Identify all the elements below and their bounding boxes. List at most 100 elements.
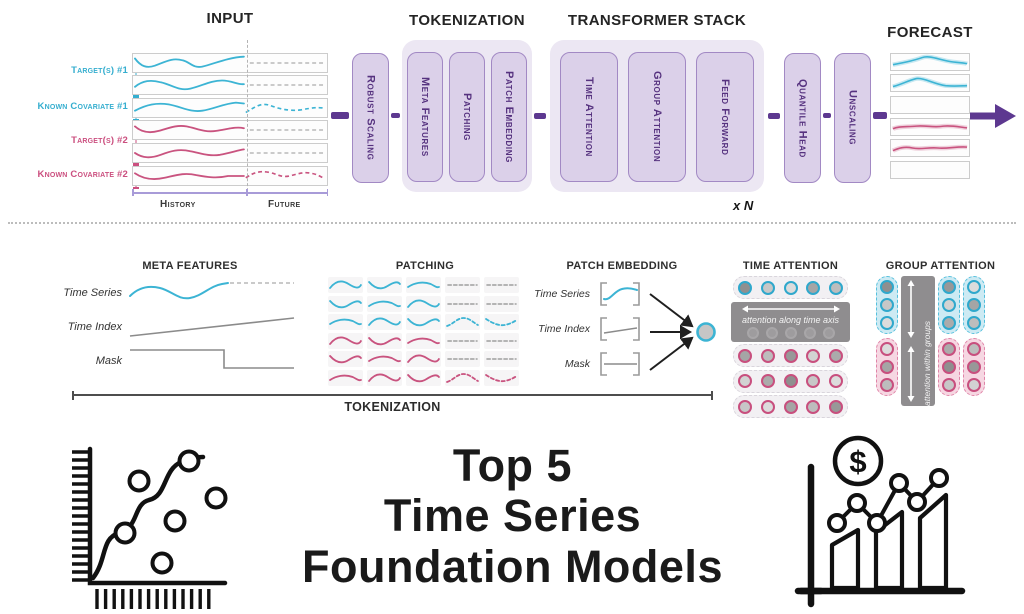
patch-cell xyxy=(484,332,519,349)
token-circle xyxy=(967,378,981,392)
patch-cell xyxy=(367,277,402,293)
group-attention-box: Group Attention xyxy=(628,52,686,182)
group-attention-panel: attention within groups xyxy=(876,276,985,406)
dollar-icon xyxy=(832,435,884,487)
time-series-plot xyxy=(133,170,324,180)
cyan-group-capsule xyxy=(876,276,898,334)
patch-cell xyxy=(484,351,519,367)
input-label-target2: Target(s) #2 xyxy=(71,135,128,146)
patching-box: Patching xyxy=(449,52,485,182)
token-circle xyxy=(942,342,956,356)
pe-time-index-patch xyxy=(600,317,640,341)
hidden-token-circle xyxy=(784,326,797,339)
pink-group-capsule xyxy=(876,338,898,396)
forecast-plot-row xyxy=(890,118,970,136)
tokenization-span-line xyxy=(72,391,713,400)
patch-cell xyxy=(328,277,363,293)
poster-title-line2: Time Series xyxy=(383,490,642,542)
patch-cell xyxy=(484,314,519,330)
flow-dash xyxy=(391,113,400,118)
time-series-plot xyxy=(133,79,324,91)
input-plot-row xyxy=(132,98,328,118)
pe-row-label: Time Series xyxy=(534,288,590,300)
meta-mask-plot xyxy=(130,349,294,369)
patch-cell xyxy=(406,369,441,386)
token-circle xyxy=(806,374,821,388)
token-circle xyxy=(880,316,894,330)
token-circle xyxy=(738,348,752,363)
repeat-n-label: x N xyxy=(733,198,754,213)
token-circle xyxy=(783,348,798,363)
input-title: INPUT xyxy=(206,10,254,27)
dollar-sign: $ xyxy=(849,444,866,479)
token-row xyxy=(733,369,848,393)
token-circle xyxy=(738,374,752,388)
financial-chart-icon: $ xyxy=(794,435,966,608)
cyan-group-capsule xyxy=(963,276,985,334)
quantile-head-box: Quantile Head xyxy=(784,53,821,183)
patch-cell xyxy=(406,332,441,349)
token-circle xyxy=(783,280,798,295)
patch-cell xyxy=(367,332,402,349)
tokenization-title: TOKENIZATION xyxy=(409,12,525,29)
pe-row-label: Mask xyxy=(564,358,590,370)
token-circle xyxy=(760,348,775,363)
token-circle xyxy=(942,378,956,392)
token-column xyxy=(938,276,960,406)
time-attention-box: Time Attention xyxy=(560,52,618,182)
poster-title-line3: Foundation Models xyxy=(302,540,723,592)
token-circle xyxy=(880,298,894,312)
token-circle xyxy=(783,399,798,414)
meta-row-label: Mask xyxy=(95,355,122,367)
forecast-plot-row xyxy=(890,139,970,157)
vertical-double-arrow-icon xyxy=(907,280,915,402)
forecast-plot xyxy=(891,144,968,153)
token-circle xyxy=(942,280,956,294)
patch-cell xyxy=(445,314,480,330)
group-attention-title: GROUP ATTENTION xyxy=(885,260,996,272)
meta-row-label: Time Index xyxy=(67,321,122,333)
unscaling-box: Unscaling xyxy=(834,53,871,183)
pe-row-label: Time Index xyxy=(538,323,590,335)
history-future-axis xyxy=(132,189,328,196)
input-plot-row xyxy=(132,53,328,73)
future-label: Future xyxy=(268,199,301,210)
time-attention-title: TIME ATTENTION xyxy=(742,260,839,272)
token-circle xyxy=(738,399,752,414)
output-arrow-icon xyxy=(970,104,1016,128)
forecast-plot-row xyxy=(890,161,970,179)
pe-mask-patch xyxy=(600,352,640,376)
time-series-plot xyxy=(133,148,324,159)
token-circle xyxy=(967,360,981,374)
flow-dash xyxy=(331,112,349,119)
time-attention-note: attention along time axis xyxy=(741,314,840,325)
token-circle xyxy=(942,298,956,312)
forecast-plot xyxy=(891,123,968,131)
flow-dash xyxy=(768,113,780,119)
token-circle xyxy=(760,280,775,295)
pe-time-series-patch xyxy=(600,282,640,306)
token-circle xyxy=(880,360,894,374)
time-series-plot xyxy=(133,125,324,133)
patch-cell xyxy=(367,369,402,386)
history-label: History xyxy=(160,199,196,210)
token-circle xyxy=(967,280,981,294)
time-attention-overlay: attention along time axis xyxy=(731,301,850,342)
patch-embedding-box: Patch Embedding xyxy=(491,52,527,182)
patch-cell xyxy=(445,277,480,293)
hidden-token-circle xyxy=(765,326,778,339)
meta-row-label: Time Series xyxy=(63,287,122,299)
group-attention-note: attention within groups xyxy=(922,320,932,406)
token-circle xyxy=(880,342,894,356)
patch-cell xyxy=(484,277,519,293)
forecast-plot-row xyxy=(890,53,970,71)
forecast-plot-row xyxy=(890,96,970,114)
hidden-token-circle xyxy=(746,326,759,339)
patch-cell xyxy=(445,332,480,349)
horizontal-double-arrow-icon xyxy=(741,305,840,312)
patch-cell xyxy=(367,351,402,367)
input-label-target1: Target(s) #1 xyxy=(71,65,128,76)
input-label-covariate1: Known Covariate #1 xyxy=(37,101,128,112)
meta-features-title: META FEATURES xyxy=(142,260,238,272)
